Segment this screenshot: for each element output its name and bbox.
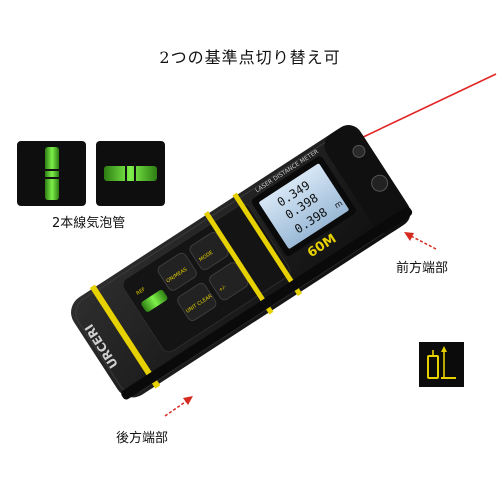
label-levels: 2本線気泡管	[52, 216, 126, 231]
level-vial-vertical-icon	[17, 141, 86, 206]
front-end-arrow	[404, 232, 437, 250]
label-front-end: 前方端部	[396, 261, 449, 276]
label-rear-end: 後方端部	[116, 431, 169, 446]
key-plus-minus: +/-	[218, 284, 228, 293]
key-ref: REF	[135, 287, 146, 297]
laser-distance-meter	[71, 125, 413, 400]
reference-point-icon	[419, 342, 464, 387]
rear-end-arrow	[164, 396, 193, 417]
laser-beam	[339, 73, 497, 149]
level-vial-horizontal-icon	[96, 141, 165, 206]
page-title: 2つの基準点切り替え可	[159, 48, 341, 67]
device-unit: m	[333, 199, 345, 211]
